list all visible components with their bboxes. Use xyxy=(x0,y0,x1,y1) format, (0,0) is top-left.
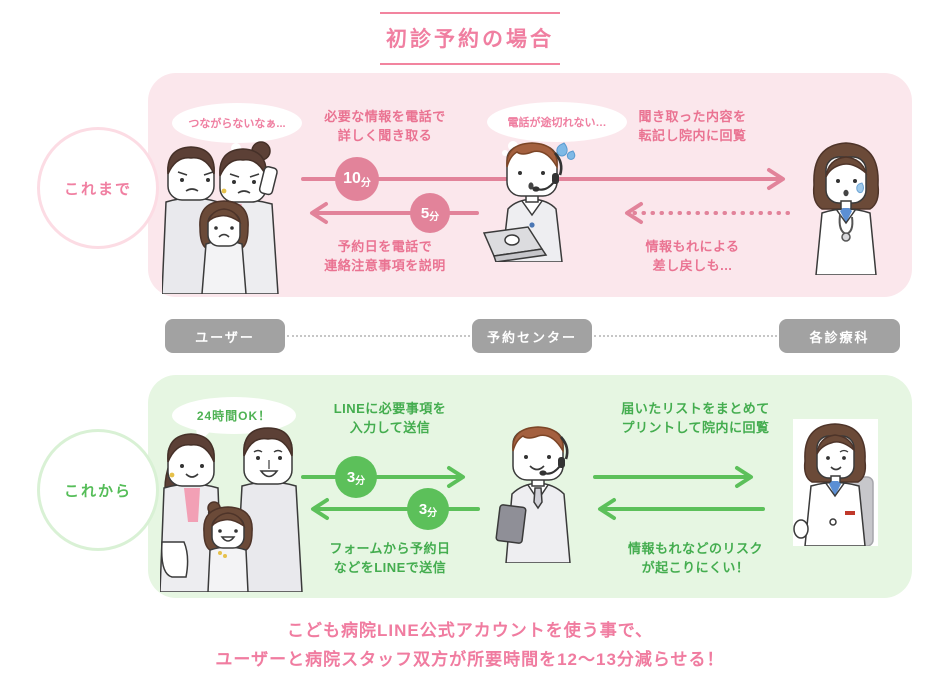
note-old-forward: 必要な情報を電話で 詳しく聞き取る xyxy=(324,109,446,143)
bubble-old-user-tail xyxy=(231,143,241,153)
actor-departments: 各診療科 xyxy=(779,319,900,353)
actor-user: ユーザー xyxy=(165,319,285,353)
connector-center-departments xyxy=(594,335,777,337)
folder-icon xyxy=(495,504,527,544)
family-worried-illustration xyxy=(162,141,279,294)
page-title: 初診予約の場合 xyxy=(380,12,560,65)
sweat-drop-icon xyxy=(556,142,568,157)
note-new-return: 情報もれなどのリスク が起こりにくい！ xyxy=(627,541,763,575)
note-old-back: 予約日を電話で 連絡注意事項を説明 xyxy=(324,239,446,273)
doctor-worried-illustration xyxy=(812,142,880,275)
summary-text: こども病院LINE公式アカウントを使う事で、 ユーザーと病院スタッフ双方が所要時… xyxy=(0,616,940,674)
actor-reservation-center: 予約センター xyxy=(472,319,592,353)
bubble-old-center: 電話が途切れない… xyxy=(487,102,627,142)
bubble-new-user: 24時間OK！ xyxy=(172,397,296,434)
family-happy-illustration xyxy=(160,427,303,592)
red-pen xyxy=(845,511,855,515)
summary-line-2: ユーザーと病院スタッフ双方が所要時間を12〜13分減らせる！ xyxy=(215,650,725,669)
note-new-back: フォームから予約日 などをLINEで送信 xyxy=(329,541,451,575)
bubble-old-center-tail xyxy=(508,141,518,151)
note-old-relay: 聞き取った内容を 転記し院内に回覧 xyxy=(638,109,747,143)
label-before: これまで xyxy=(63,180,132,198)
note-old-return: 情報もれによる 差し戻しも... xyxy=(645,239,740,273)
call-center-worried-illustration xyxy=(482,142,576,262)
note-new-relay: 届いたリストをまとめて プリントして院内に回覧 xyxy=(621,401,770,435)
label-before-circle: これまで xyxy=(37,127,159,249)
headset-icon xyxy=(560,436,569,460)
label-after: これから xyxy=(63,482,132,500)
connector-user-center xyxy=(287,335,470,337)
note-new-forward: LINEに必要事項を 入力して送信 xyxy=(333,401,447,435)
call-center-happy-illustration xyxy=(495,426,571,563)
doctor-happy-photo xyxy=(793,419,878,546)
sweat-drop-icon xyxy=(856,182,864,194)
headset-icon xyxy=(554,152,563,176)
doctor-happy-illustration xyxy=(793,423,874,546)
bubble-old-user: つながらないなぁ... xyxy=(172,103,302,143)
label-after-circle: これから xyxy=(37,429,159,551)
summary-line-1: こども病院LINE公式アカウントを使う事で、 xyxy=(286,621,654,640)
bag-icon xyxy=(160,541,189,578)
